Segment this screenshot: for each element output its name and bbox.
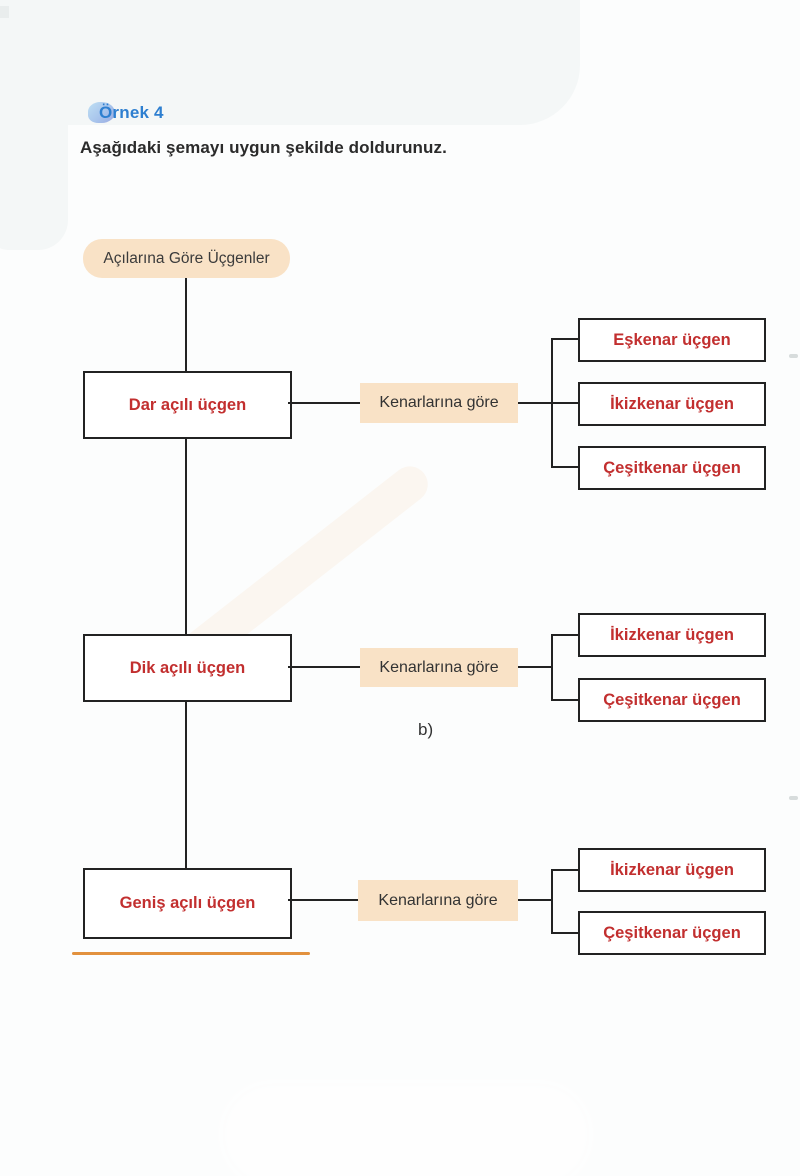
root-node-acilarina-gore-ucgenler: Açılarına Göre Üçgenler bbox=[83, 239, 290, 278]
connector-line bbox=[288, 666, 360, 668]
side-node-ikizkenar: İkizkenar üçgen bbox=[578, 613, 766, 657]
scan-corner-mark bbox=[0, 6, 9, 18]
side-node-ikizkenar: İkizkenar üçgen bbox=[578, 848, 766, 892]
criterion-label: Kenarlarına göre bbox=[358, 880, 518, 921]
connector-line bbox=[185, 435, 187, 635]
side-node-eskenar: Eşkenar üçgen bbox=[578, 318, 766, 362]
connector-line bbox=[551, 402, 578, 404]
connector-line bbox=[518, 899, 553, 901]
connector-line bbox=[288, 899, 358, 901]
scan-edge-mark bbox=[789, 354, 798, 358]
connector-line bbox=[518, 666, 553, 668]
connector-line bbox=[185, 278, 187, 371]
side-node-cesitkenar: Çeşitkenar üçgen bbox=[578, 446, 766, 490]
angle-node-dar-acili: Dar açılı üçgen bbox=[83, 371, 292, 439]
scan-edge-mark bbox=[789, 796, 798, 800]
example-blob-icon bbox=[88, 102, 115, 123]
connector-line bbox=[185, 699, 187, 868]
connector-bracket bbox=[551, 634, 553, 701]
connector-line bbox=[551, 338, 578, 340]
scan-blob-left bbox=[0, 80, 68, 250]
connector-line bbox=[551, 466, 578, 468]
instruction-text: Aşağıdaki şemayı uygun şekilde doldurunu… bbox=[80, 138, 447, 157]
connector-line bbox=[551, 699, 578, 701]
orange-underline bbox=[72, 952, 310, 955]
criterion-label: Kenarlarına göre bbox=[360, 648, 518, 687]
connector-line bbox=[551, 869, 578, 871]
scan-blob-top bbox=[0, 0, 580, 125]
scan-blob-bottom bbox=[232, 1093, 580, 1176]
side-node-cesitkenar: Çeşitkenar üçgen bbox=[578, 678, 766, 722]
connector-line bbox=[551, 634, 578, 636]
connector-line bbox=[551, 932, 578, 934]
side-node-ikizkenar: İkizkenar üçgen bbox=[578, 382, 766, 426]
example-title: Örnek 4 bbox=[99, 103, 164, 122]
side-node-cesitkenar: Çeşitkenar üçgen bbox=[578, 911, 766, 955]
criterion-label: Kenarlarına göre bbox=[360, 383, 518, 423]
connector-line bbox=[518, 402, 553, 404]
angle-node-dik-acili: Dik açılı üçgen bbox=[83, 634, 292, 702]
angle-node-genis-acili: Geniş açılı üçgen bbox=[83, 868, 292, 939]
note-label-b: b) bbox=[418, 720, 434, 739]
connector-bracket bbox=[551, 869, 553, 934]
connector-line bbox=[288, 402, 360, 404]
